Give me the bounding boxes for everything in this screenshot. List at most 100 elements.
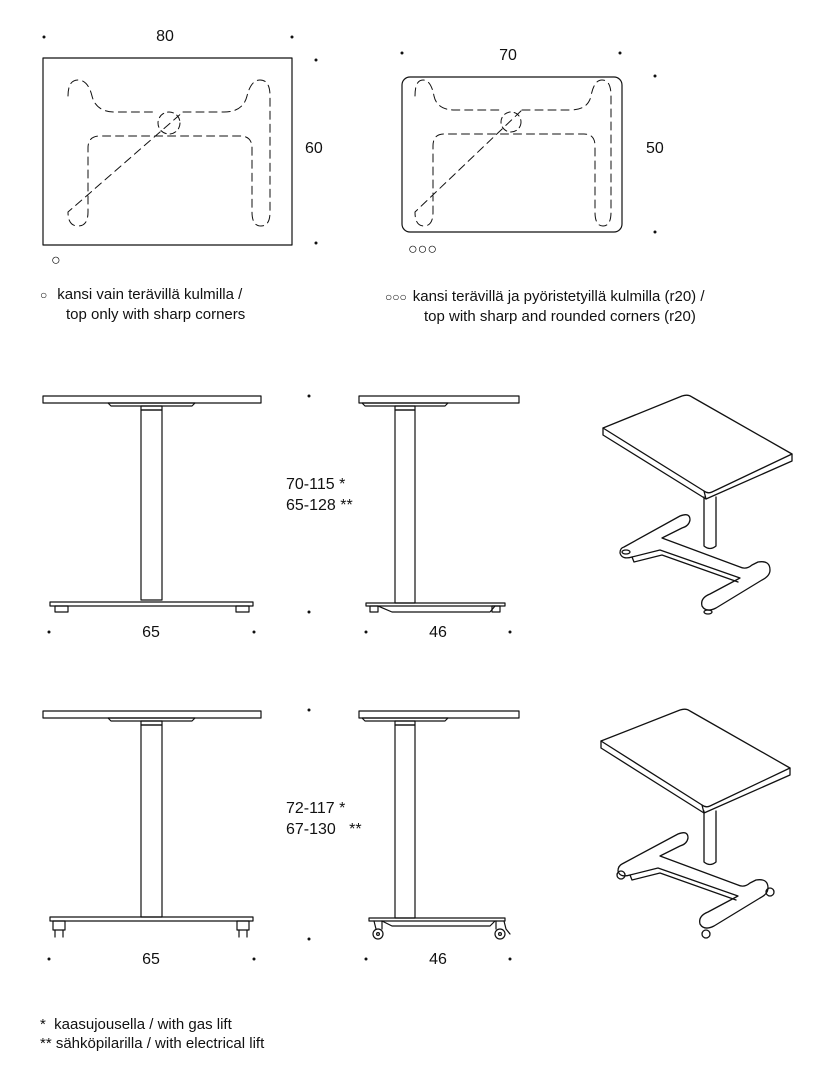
row-castors: 65 46 72-117 * 67-130 ** xyxy=(42,708,791,968)
dim-tick xyxy=(290,35,294,39)
dim-tick xyxy=(618,51,622,55)
tabletop-edge xyxy=(42,395,262,404)
height-electric-label: 67-130 ** xyxy=(286,821,362,838)
caption-sharp-line2: top only with sharp corners xyxy=(66,306,246,323)
isometric-view-glides xyxy=(602,394,793,615)
tabletop-sharp-outline xyxy=(42,57,293,246)
dim-tick xyxy=(307,394,311,398)
caption-rounded-line1: ○○○ kansi terävillä ja pyöristetyillä kul… xyxy=(385,287,705,307)
dim-tick xyxy=(47,957,51,961)
base-frame xyxy=(617,832,769,929)
castor-hub xyxy=(498,931,503,936)
glide xyxy=(621,549,631,555)
castor-fork xyxy=(373,920,511,935)
dim-tick xyxy=(307,708,311,712)
side-width-label: 46 xyxy=(429,951,447,968)
footnote-electric: ** sähköpilarilla / with electrical lift xyxy=(40,1035,265,1052)
front-width-label: 65 xyxy=(142,951,160,968)
row-glides: 65 46 70-115 * 65-128 ** xyxy=(42,394,793,641)
base-footprint-dashed xyxy=(414,79,612,227)
dim-tick xyxy=(508,630,512,634)
castor xyxy=(52,920,66,931)
front-width-label: 65 xyxy=(142,624,160,641)
dim-tick xyxy=(653,74,657,78)
column-footprint xyxy=(500,111,522,133)
column-footprint xyxy=(157,111,181,135)
height-electric-label: 65-128 ** xyxy=(286,497,353,514)
top-rounded-depth-label: 50 xyxy=(646,140,664,157)
glide xyxy=(491,605,501,613)
dim-tick xyxy=(252,630,256,634)
dim-tick xyxy=(252,957,256,961)
base-foot xyxy=(49,601,254,607)
front-view-castors xyxy=(42,710,262,961)
caption-sharp: ○ kansi vain terävillä kulmilla / top onl… xyxy=(40,285,245,325)
tabletop-surface xyxy=(602,394,793,494)
base-slope xyxy=(377,605,496,613)
isometric-view-castors xyxy=(600,708,791,939)
tabletop-edge xyxy=(358,710,520,719)
dim-tick xyxy=(364,630,368,634)
tabletop-edge xyxy=(602,427,793,500)
top-bracket xyxy=(361,717,449,722)
tabletop-edge xyxy=(358,395,520,404)
top-sharp-symbol: ○ xyxy=(51,252,61,269)
footnote-gas: * kaasujousella / with gas lift xyxy=(40,1016,232,1033)
glide xyxy=(54,605,69,613)
base-foot xyxy=(368,917,506,922)
top-view-rounded: 70 50 ○○○ xyxy=(400,47,664,258)
caption-rounded-symbol: ○○○ xyxy=(385,290,407,304)
side-view-castors xyxy=(358,710,520,961)
glide xyxy=(369,605,379,613)
caption-sharp-text1: kansi vain terävillä kulmilla / xyxy=(57,286,243,303)
glide xyxy=(235,605,250,613)
top-sharp-width-label: 80 xyxy=(156,28,174,45)
top-bracket xyxy=(107,402,196,407)
column xyxy=(140,724,163,918)
base-frame-shadow xyxy=(631,554,739,583)
side-view-glides xyxy=(358,395,520,634)
top-sharp-depth-label: 60 xyxy=(305,140,323,157)
top-view-sharp: 80 60 ○ xyxy=(42,28,323,269)
height-gas-label: 70-115 * xyxy=(286,476,345,493)
height-gas-label: 72-117 * xyxy=(286,800,345,817)
castor-hub xyxy=(376,931,381,936)
glide xyxy=(703,609,713,615)
column xyxy=(394,409,416,604)
dim-tick xyxy=(42,35,46,39)
dim-tick xyxy=(307,610,311,614)
tabletop-surface xyxy=(600,708,791,808)
castor-wheel xyxy=(616,870,626,880)
column xyxy=(703,810,717,866)
dim-tick xyxy=(314,58,318,62)
dim-tick xyxy=(364,957,368,961)
dim-tick xyxy=(653,230,657,234)
dim-tick xyxy=(508,957,512,961)
tabletop-edge xyxy=(42,710,262,719)
dim-tick xyxy=(314,241,318,245)
base-frame xyxy=(619,514,771,611)
column xyxy=(140,409,163,601)
caption-rounded: ○○○ kansi terävillä ja pyöristetyillä kul… xyxy=(385,287,705,327)
caption-sharp-line1: ○ kansi vain terävillä kulmilla / xyxy=(40,285,245,305)
top-bracket xyxy=(361,402,449,407)
column xyxy=(394,724,416,919)
tabletop-edge xyxy=(703,490,707,500)
castor xyxy=(236,920,250,931)
dim-tick xyxy=(47,630,51,634)
caption-rounded-line2: top with sharp and rounded corners (r20) xyxy=(424,308,696,325)
front-view-glides xyxy=(42,395,262,634)
base-frame-shadow xyxy=(629,872,737,901)
tabletop-rounded-outline xyxy=(401,76,623,233)
dim-tick xyxy=(400,51,404,55)
column xyxy=(703,496,717,550)
top-bracket xyxy=(107,717,196,722)
top-rounded-symbol: ○○○ xyxy=(408,241,437,258)
castor-wheel xyxy=(701,929,711,939)
castor-wheel xyxy=(494,928,506,940)
caption-sharp-symbol: ○ xyxy=(40,288,48,302)
caption-rounded-text1: kansi terävillä ja pyöristetyillä kulmil… xyxy=(412,288,705,305)
dim-tick xyxy=(307,937,311,941)
castor-wheel xyxy=(372,928,384,940)
